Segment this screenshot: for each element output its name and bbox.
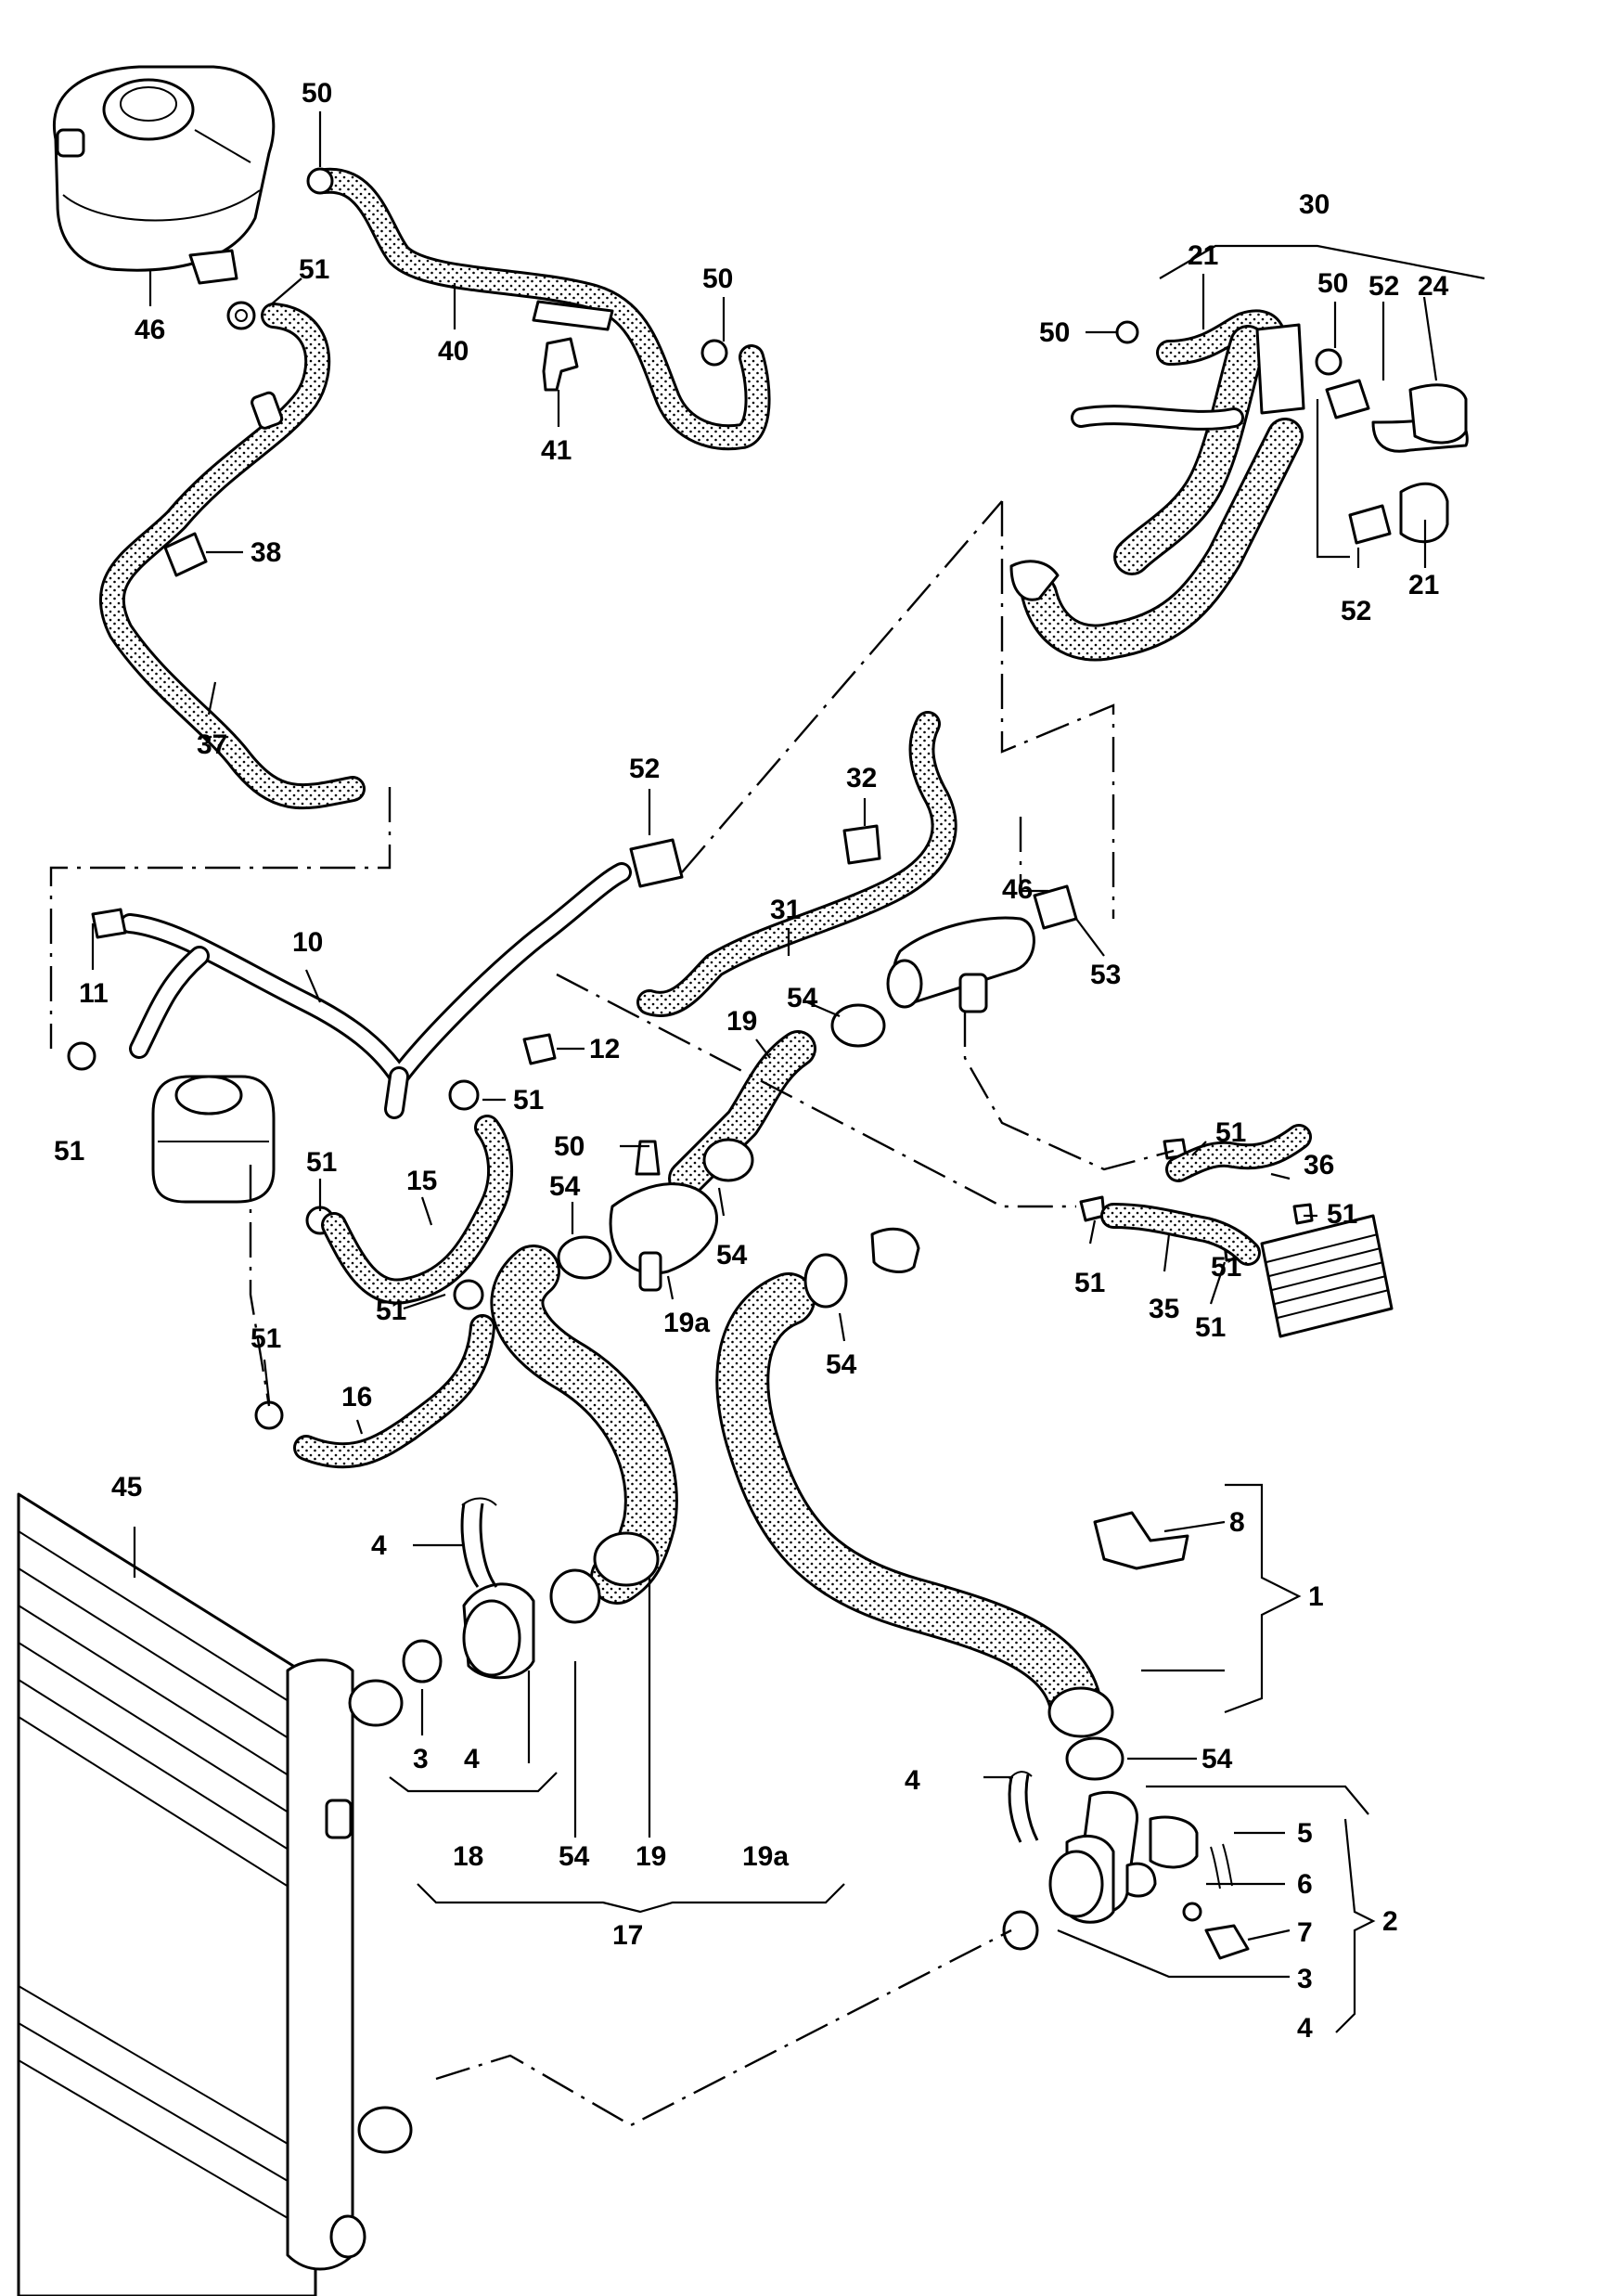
connection-lines (49, 500, 1175, 2127)
hose-40 (312, 167, 771, 451)
callout-53: 53 (1090, 960, 1121, 990)
callout-19a: 19a (663, 1308, 710, 1338)
callout-10: 10 (292, 927, 323, 958)
callout-4: 4 (905, 1765, 920, 1796)
oil-cooler (1260, 1214, 1394, 1338)
callout-50: 50 (1317, 268, 1348, 299)
hose-30-assembly (1009, 309, 1469, 662)
callout-7: 7 (1297, 1917, 1313, 1948)
hose-35 (1100, 1203, 1261, 1266)
callout-51: 51 (376, 1296, 406, 1326)
hose-31 (636, 711, 957, 1017)
hose-16 (293, 1314, 495, 1469)
hose-clamps-54 (549, 1227, 1124, 1781)
callout-19a: 19a (742, 1841, 789, 1872)
callout-54: 54 (549, 1171, 581, 1202)
callout-51: 51 (1195, 1312, 1226, 1343)
callout-8: 8 (1229, 1507, 1245, 1538)
callout-4: 4 (371, 1530, 387, 1561)
callout-31: 31 (770, 895, 801, 925)
callout-50: 50 (302, 78, 332, 109)
callout-4: 4 (1297, 2013, 1313, 2044)
callout-37: 37 (197, 729, 227, 760)
callout-54: 54 (716, 1240, 748, 1271)
callout-54: 54 (559, 1841, 590, 1872)
callout-19: 19 (726, 1006, 757, 1037)
expansion-tank (53, 65, 276, 285)
callout-3: 3 (413, 1744, 429, 1774)
adapter-18 (402, 1497, 535, 1683)
hose-1-large (715, 1272, 1103, 1735)
callout-19: 19 (636, 1841, 666, 1872)
callout-51: 51 (513, 1085, 544, 1116)
callout-45: 45 (111, 1472, 142, 1503)
callout-4: 4 (464, 1744, 480, 1774)
reservoir-small (151, 1075, 276, 1204)
callout-1: 1 (1308, 1581, 1324, 1612)
hose-36 (1165, 1124, 1312, 1182)
pipe-10 (91, 862, 632, 1119)
callout-52: 52 (1341, 596, 1371, 626)
callout-5: 5 (1297, 1818, 1313, 1849)
bracket-8 (1093, 1511, 1189, 1570)
callout-50: 50 (702, 264, 733, 294)
callout-11: 11 (79, 978, 109, 1009)
callout-16: 16 (341, 1382, 372, 1412)
callout-54: 54 (1201, 1744, 1233, 1774)
callout-32: 32 (846, 763, 877, 793)
callout-15: 15 (406, 1166, 437, 1196)
hose-37 (98, 303, 366, 810)
callout-35: 35 (1149, 1294, 1179, 1324)
callout-46: 46 (1002, 874, 1033, 905)
callout-51: 51 (299, 254, 329, 285)
callout-52: 52 (629, 754, 660, 784)
callout-3: 3 (1297, 1964, 1313, 1994)
callout-54: 54 (826, 1349, 857, 1380)
callout-51: 51 (306, 1147, 337, 1178)
callout-46: 46 (135, 315, 165, 345)
callout-51: 51 (1211, 1252, 1241, 1283)
callout-54: 54 (787, 983, 818, 1013)
callout-30: 30 (1299, 189, 1330, 220)
callout-50: 50 (1039, 317, 1070, 348)
callout-38: 38 (251, 537, 281, 568)
callout-labels: 50 51 46 40 50 41 38 37 30 21 50 52 24 5… (54, 78, 1449, 2044)
callout-6: 6 (1297, 1869, 1313, 1900)
callout-50: 50 (554, 1131, 585, 1162)
hose-15 (321, 1115, 514, 1305)
coupling-19a (557, 1003, 886, 1292)
callout-36: 36 (1304, 1150, 1334, 1180)
radiator (17, 1492, 413, 2296)
callout-41: 41 (541, 435, 572, 466)
callout-40: 40 (438, 336, 469, 367)
callout-12: 12 (589, 1034, 620, 1064)
callout-24: 24 (1418, 271, 1449, 302)
callout-51: 51 (1327, 1199, 1357, 1230)
t-piece-2 (1002, 1771, 1250, 1960)
hose-19-large (490, 1245, 678, 1605)
leader-lines (91, 111, 1485, 2033)
callout-51: 51 (1215, 1117, 1246, 1148)
callout-21: 21 (1408, 570, 1439, 600)
callout-17: 17 (612, 1920, 643, 1951)
callout-2: 2 (1382, 1906, 1398, 1937)
callout-18: 18 (453, 1841, 483, 1872)
flange-46 (886, 916, 1035, 1013)
callout-51: 51 (1074, 1268, 1105, 1298)
callout-21: 21 (1188, 240, 1218, 271)
clamp-parts (67, 167, 1314, 1430)
callout-51: 51 (251, 1323, 281, 1354)
callout-52: 52 (1368, 271, 1399, 302)
callout-51: 51 (54, 1136, 84, 1167)
